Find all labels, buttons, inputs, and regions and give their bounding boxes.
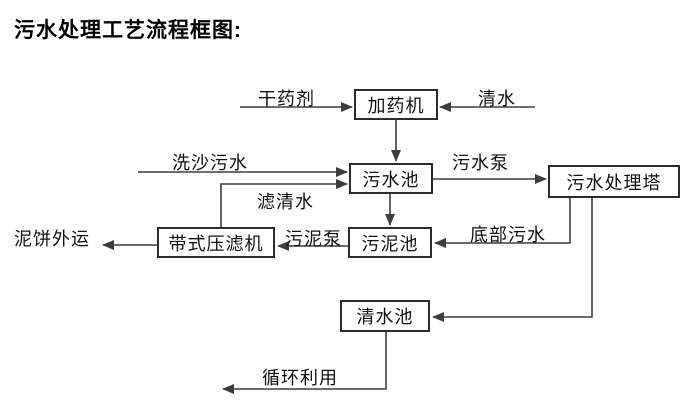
node-treatment-tower: 污水处理塔 [548, 165, 680, 198]
edge-bottom-sewage-arrow [434, 198, 571, 248]
edge-filtered-water-arrow [220, 179, 348, 227]
label-sewage-pump: 污水泵 [452, 153, 509, 173]
page-title: 污水处理工艺流程框图: [14, 19, 242, 42]
label-mud-cake-out: 泥饼外运 [14, 229, 90, 249]
node-sludge-pool: 污泥池 [348, 227, 432, 258]
node-sewage-pool: 污水池 [349, 163, 433, 194]
node-clean-water-pool: 清水池 [340, 300, 430, 332]
label-bottom-sewage: 底部污水 [470, 225, 546, 245]
label-sludge-pump: 污泥泵 [285, 229, 342, 249]
label-clean-water: 清水 [478, 89, 516, 109]
edge-recycle-use-arrow [222, 332, 387, 394]
label-filtered-water: 滤清水 [257, 192, 314, 212]
edge-tower-to-clean-arrow [432, 198, 593, 322]
label-dry-chemical: 干药剂 [258, 89, 315, 109]
node-belt-filter-press: 带式压滤机 [157, 227, 275, 258]
node-dosing-machine: 加药机 [354, 89, 438, 120]
label-recycle-use: 循环利用 [262, 368, 338, 388]
label-sand-washing-sewage: 洗沙污水 [172, 153, 248, 173]
